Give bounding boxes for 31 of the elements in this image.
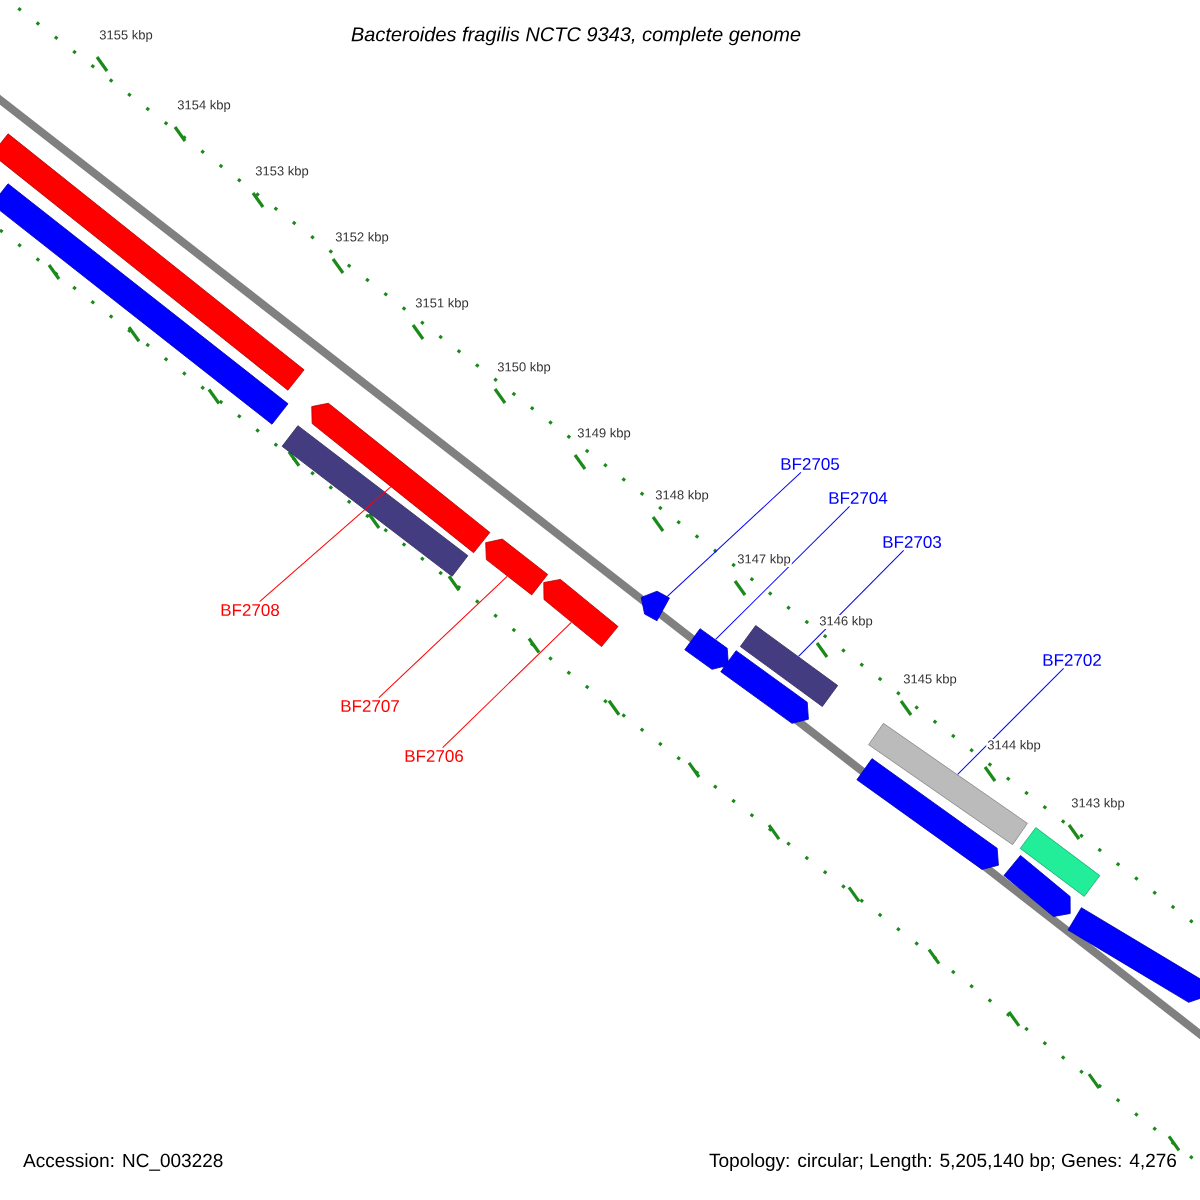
gene-feature	[281, 425, 469, 577]
leader-line	[957, 667, 1065, 775]
gene-label: BF2704	[829, 492, 888, 504]
leader-line	[798, 549, 905, 657]
gene-feature	[640, 590, 670, 622]
leader-line	[259, 486, 392, 603]
gene-label: BF2702	[1043, 654, 1101, 666]
leader-line	[666, 471, 802, 597]
footer-text: Topology: circular; Length: 5,205,140 bp; Genes: 4,276	[709, 1153, 1177, 1171]
title: Bacteroides fragilis NCTC 9343, complete genome	[351, 26, 801, 46]
gene-feature	[856, 758, 999, 870]
gene-feature	[0, 183, 289, 425]
gene-label: BF2705	[781, 458, 840, 470]
leader-line	[378, 575, 508, 699]
leader-line	[715, 505, 851, 640]
gene-feature	[543, 579, 619, 647]
gene-feature	[1019, 827, 1101, 897]
leader-line	[442, 621, 572, 749]
gene-feature	[1003, 855, 1071, 917]
gene-label: BF2706	[405, 750, 464, 762]
gene-feature	[684, 628, 729, 670]
gene-label: BF2703	[883, 536, 942, 548]
gene-feature	[720, 650, 809, 724]
gene-feature	[311, 402, 491, 554]
gene-label: BF2707	[341, 700, 399, 712]
gene-feature	[485, 538, 549, 596]
gene-label: BF2708	[221, 604, 280, 616]
gene-feature	[1067, 907, 1200, 1003]
footer-text: Accession: NC_003228	[23, 1153, 223, 1171]
gene-feature	[739, 625, 839, 707]
gene-feature	[0, 133, 305, 391]
